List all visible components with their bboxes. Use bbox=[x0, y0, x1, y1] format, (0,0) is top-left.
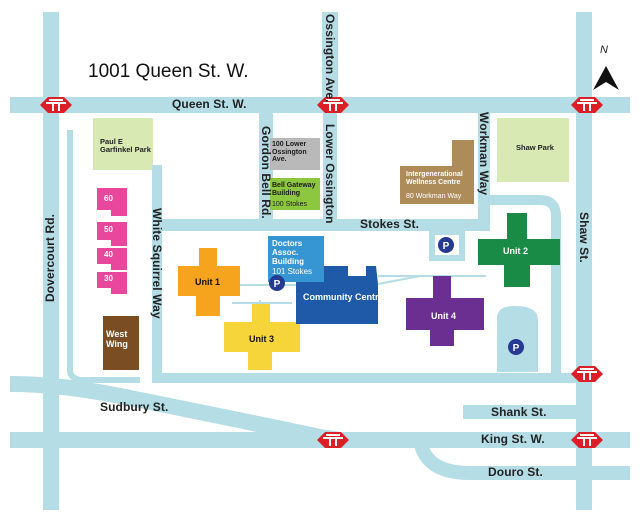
street-gordon-bell: Gordon Bell Rd. bbox=[259, 126, 273, 219]
doctors-label: Doctors Assoc. Building bbox=[272, 239, 304, 266]
street-workman: Workman Way bbox=[477, 112, 491, 196]
bell-gateway-label: Bell Gateway Building bbox=[272, 182, 316, 197]
ttc-subway-icon bbox=[571, 432, 603, 448]
intergen-label: Intergenerational Wellness Centre bbox=[406, 171, 463, 186]
parking-icon: P bbox=[508, 339, 524, 355]
building-50-label: 50 bbox=[104, 225, 113, 234]
shaw-park bbox=[497, 118, 569, 182]
lower-ossington-building-label: 100 Lower Ossington Ave. bbox=[272, 141, 307, 164]
unit-3-label: Unit 3 bbox=[249, 334, 275, 344]
garfinkel-park-label: Paul E Garfinkel Park bbox=[100, 137, 151, 155]
street-douro: Douro St. bbox=[488, 465, 543, 479]
shaw-park-label: Shaw Park bbox=[516, 143, 554, 152]
community-centre-label: Community Centre bbox=[303, 292, 384, 302]
unit-4-label: Unit 4 bbox=[431, 311, 457, 321]
parking-icon: P bbox=[438, 237, 454, 253]
svg-text:P: P bbox=[443, 241, 450, 252]
intergen-notch bbox=[400, 140, 452, 166]
bell-gateway-address: 100 Stokes bbox=[272, 201, 308, 208]
unit-2-label: Unit 2 bbox=[503, 246, 529, 256]
doctors-address: 101 Stokes bbox=[272, 267, 313, 276]
street-stokes: Stokes St. bbox=[360, 217, 420, 231]
building-60-label: 60 bbox=[104, 194, 113, 203]
street-lower-ossington: Lower Ossington bbox=[323, 124, 337, 224]
ttc-subway-icon bbox=[317, 97, 349, 113]
street-shank: Shank St. bbox=[491, 405, 547, 419]
map-title: 1001 Queen St. W. bbox=[88, 61, 249, 82]
building-40-label: 40 bbox=[104, 250, 113, 259]
svg-text:P: P bbox=[513, 343, 520, 354]
street-king: King St. W. bbox=[481, 432, 545, 446]
ttc-subway-icon bbox=[571, 97, 603, 113]
unit-1-label: Unit 1 bbox=[195, 277, 221, 287]
ttc-subway-icon bbox=[40, 97, 72, 113]
parking-icon: P bbox=[269, 275, 285, 291]
ttc-subway-icon bbox=[571, 366, 603, 382]
north-label: N bbox=[600, 44, 608, 56]
north-arrow-icon bbox=[593, 66, 619, 90]
bell-gateway-building bbox=[270, 178, 320, 210]
lower-ossington-building bbox=[270, 138, 320, 170]
pink-buildings bbox=[97, 188, 127, 294]
west-wing-label: West Wing bbox=[106, 329, 128, 349]
unit-4-building bbox=[406, 276, 484, 346]
west-wing-side bbox=[103, 316, 139, 326]
street-queen: Queen St. W. bbox=[172, 97, 247, 111]
street-ossington: Ossington Ave. bbox=[323, 14, 337, 103]
intergen-address: 80 Workman Way bbox=[406, 193, 462, 200]
ttc-subway-icon bbox=[317, 432, 349, 448]
unit-1-building bbox=[178, 248, 240, 316]
unit-2-building bbox=[478, 213, 560, 287]
street-shaw: Shaw St. bbox=[577, 212, 591, 263]
street-white-squirrel: White Squirrel Way bbox=[150, 208, 164, 319]
building-30-label: 30 bbox=[104, 274, 113, 283]
street-sudbury: Sudbury St. bbox=[100, 400, 169, 414]
unit-3-building bbox=[224, 304, 300, 370]
street-dovercourt: Dovercourt Rd. bbox=[43, 213, 57, 302]
roads bbox=[9, 12, 630, 510]
svg-text:P: P bbox=[274, 279, 281, 290]
garfinkel-park bbox=[93, 118, 153, 170]
doctors-building bbox=[268, 236, 324, 282]
